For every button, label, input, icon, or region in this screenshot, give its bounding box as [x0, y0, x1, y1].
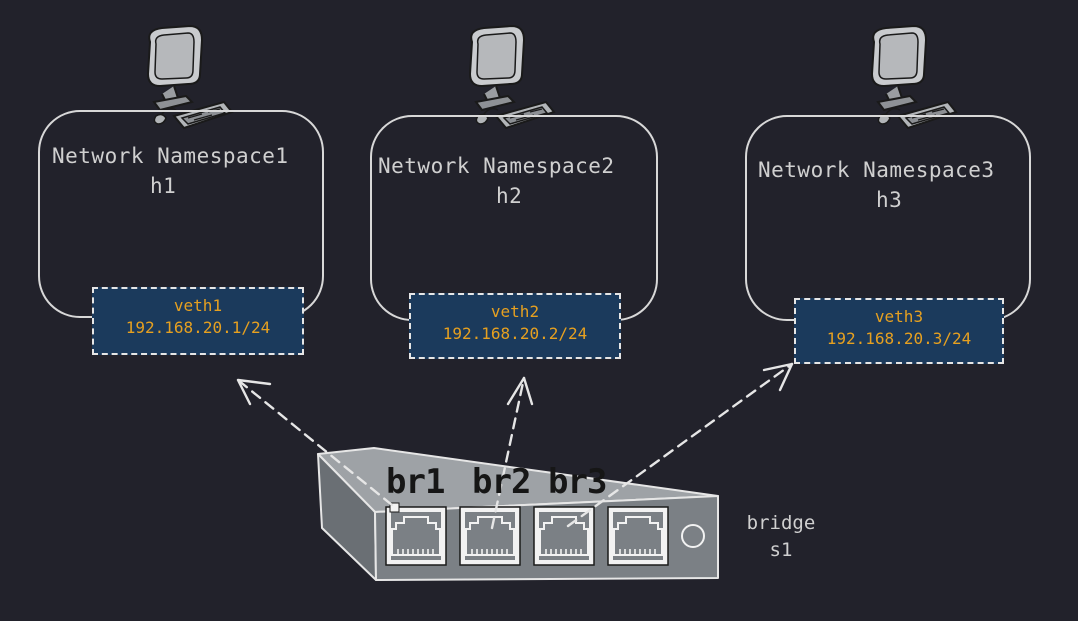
port-led	[389, 502, 400, 513]
namespace-box-2	[370, 115, 658, 321]
namespace-host-1: h1	[150, 174, 177, 198]
bridge-label: bridge s1	[740, 510, 822, 564]
bridge-name-label: s1	[769, 539, 793, 561]
veth-ip-2: 192.168.20.2/24	[442, 324, 588, 343]
bridge-type-label: bridge	[746, 512, 816, 534]
arrowhead	[236, 378, 272, 406]
namespace-title-1: Network Namespace1	[52, 144, 289, 168]
namespace-box-3	[745, 115, 1031, 321]
namespace-title-3: Network Namespace3	[758, 158, 995, 182]
bridge-port-label-br1: br1	[386, 462, 445, 502]
bridge-port-label-br2: br2	[472, 462, 531, 502]
ethernet-port-icon	[459, 506, 521, 566]
arrowhead	[506, 376, 534, 406]
ethernet-port-icon	[607, 506, 669, 566]
link-arrow-br3	[566, 362, 794, 528]
veth-ip-1: 192.168.20.1/24	[125, 318, 271, 337]
namespace-title-2: Network Namespace2	[378, 154, 615, 178]
veth-interface-2: veth2 192.168.20.2/24	[409, 293, 621, 359]
veth-interface-1: veth1 192.168.20.1/24	[92, 287, 304, 355]
bridge-port-label-br3: br3	[548, 462, 607, 502]
arrowhead	[762, 362, 794, 392]
veth-name-2: veth2	[490, 302, 540, 321]
computer-icon	[871, 25, 957, 129]
computer-icon	[469, 25, 555, 129]
ethernet-port-icon	[385, 506, 447, 566]
namespace-host-2: h2	[496, 184, 523, 208]
link-arrow-br2	[490, 376, 526, 530]
veth-name-1: veth1	[173, 296, 223, 315]
link-arrow-br1	[236, 378, 394, 507]
veth-name-3: veth3	[874, 307, 924, 326]
veth-ip-3: 192.168.20.3/24	[826, 329, 972, 348]
ethernet-port-icon	[533, 506, 595, 566]
veth-interface-3: veth3 192.168.20.3/24	[794, 298, 1004, 364]
namespace-host-3: h3	[876, 188, 903, 212]
